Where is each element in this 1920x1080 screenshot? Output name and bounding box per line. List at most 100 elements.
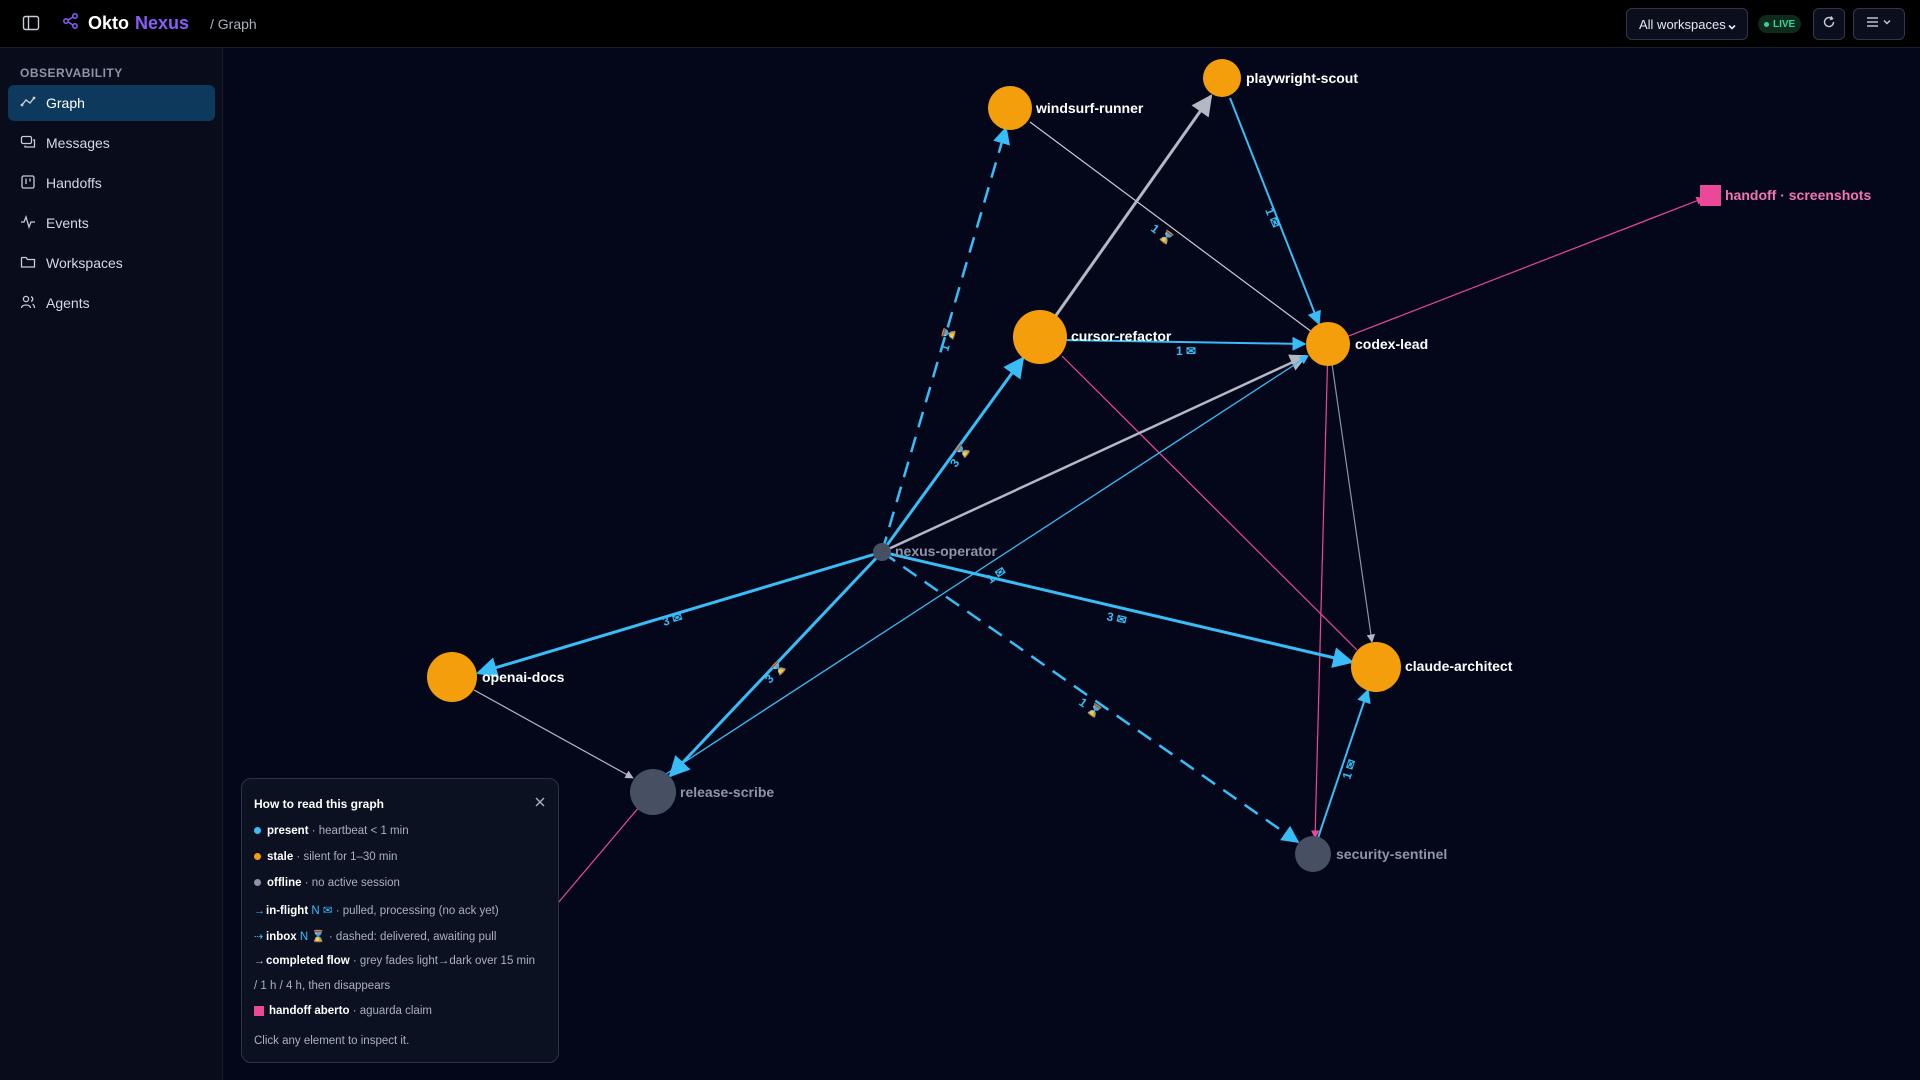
edge-label: 3 ⌛ [947, 441, 973, 469]
refresh-button[interactable] [1813, 8, 1845, 40]
sidebar-toggle-icon[interactable] [22, 14, 40, 32]
top-bar: Okto Nexus / Graph All workspaces LIVE [0, 0, 1920, 48]
graph-edge[interactable] [659, 355, 1309, 779]
node-label: codex-lead [1355, 336, 1428, 352]
handoff-label: handoff · screenshots [1725, 187, 1871, 203]
graph-edge[interactable] [1311, 343, 1329, 839]
users-icon [20, 294, 36, 313]
legend-title: How to read this graph [254, 797, 385, 811]
refresh-icon [1822, 15, 1836, 34]
graph-node-codex-lead[interactable]: codex-lead [1306, 322, 1428, 366]
sidebar-item-workspaces[interactable]: Workspaces [8, 245, 215, 281]
legend-row-stale: stale · silent for 1–30 min [254, 851, 397, 863]
legend-row-offline: offline · no active session [254, 877, 400, 889]
network-logo-icon [62, 12, 80, 35]
live-dot-icon [1764, 21, 1769, 27]
legend-row-handoff: handoff aberto · aguarda claim [254, 1005, 432, 1017]
sidebar-section-title: OBSERVABILITY [20, 66, 123, 80]
brand-logo[interactable]: Okto Nexus [62, 12, 189, 35]
workspace-select[interactable]: All workspaces [1626, 8, 1748, 40]
handoff-square-icon [254, 1005, 264, 1016]
node-label: windsurf-runner [1035, 100, 1144, 116]
sidebar-item-label: Agents [46, 295, 90, 311]
node-label: claude-architect [1405, 658, 1513, 674]
edge-label: 3 ⌛ [762, 658, 789, 686]
graph-node-claude-architect[interactable]: claude-architect [1351, 642, 1513, 692]
edge-label: 1 ✉ [984, 564, 1008, 587]
sidebar: OBSERVABILITY Graph Messages Handoffs Ev… [0, 48, 223, 1080]
node-label: nexus-operator [895, 543, 997, 559]
graph-legend-panel: How to read this graph present · heartbe… [241, 778, 559, 1063]
graph-edge[interactable] [475, 550, 883, 678]
node-label: release-scribe [680, 784, 774, 800]
sidebar-item-events[interactable]: Events [8, 205, 215, 241]
legend-row-inbox: ⇢inbox N ⌛ · dashed: delivered, awaiting… [254, 931, 497, 943]
graph-edge[interactable] [1061, 336, 1307, 351]
graph-node-release-scribe[interactable]: release-scribe [630, 769, 774, 815]
graph-node-security-sentinel[interactable]: security-sentinel [1295, 836, 1447, 872]
graph-edge[interactable] [1327, 196, 1705, 345]
graph-edge[interactable] [473, 689, 634, 779]
edge-label: 1 ⌛ [1148, 221, 1176, 247]
graph-node-windsurf-runner[interactable]: windsurf-runner [988, 86, 1144, 130]
live-badge: LIVE [1758, 15, 1802, 33]
graph-edge[interactable] [1061, 355, 1358, 651]
edge-label: 1 ✉ [1340, 758, 1360, 781]
graph-canvas[interactable]: 1 ✉ 3 ✉ 3 ✉ 1 ⌛ 1 ⌛ 3 ⌛ 3 ⌛ 1 ✉ 1 ✉ 1 ⌛ … [224, 48, 1920, 1080]
handoff-node-screenshots[interactable]: handoff · screenshots [1700, 185, 1871, 206]
edge-label: 1 ⌛ [1076, 695, 1104, 721]
arrow-right-icon: → [254, 955, 265, 967]
graph-edge[interactable] [668, 550, 884, 778]
graph-edge[interactable] [881, 550, 1300, 844]
activity-icon [20, 214, 36, 233]
graph-edge[interactable] [557, 805, 641, 904]
graph-node-cursor-refactor[interactable]: cursor-refactor [1013, 310, 1172, 364]
close-icon[interactable] [534, 795, 546, 807]
graph-edge[interactable] [1317, 688, 1371, 839]
workspace-select-value: All workspaces [1639, 16, 1726, 32]
graph-edge[interactable] [1038, 94, 1213, 339]
node-label: openai-docs [482, 669, 565, 685]
legend-row-present: present · heartbeat < 1 min [254, 825, 409, 837]
present-dot-icon [254, 827, 261, 835]
dashed-arrow-icon: ⇢ [254, 931, 264, 943]
sidebar-item-label: Messages [46, 135, 110, 151]
sidebar-item-graph[interactable]: Graph [8, 85, 215, 121]
sidebar-item-messages[interactable]: Messages [8, 125, 215, 161]
edge-label: 1 ⌛ [937, 325, 957, 353]
edge-label: 3 ✉ [661, 610, 684, 629]
sidebar-item-agents[interactable]: Agents [8, 285, 215, 321]
edge-label: 1 ✉ [1176, 344, 1196, 358]
edge-label: 1 ✉ [1262, 206, 1282, 230]
sidebar-item-label: Graph [46, 95, 85, 111]
messages-icon [20, 134, 36, 153]
graph-edge[interactable] [880, 356, 1025, 553]
arrow-right-icon: → [254, 905, 265, 917]
graph-node-openai-docs[interactable]: openai-docs [427, 652, 565, 702]
graph-edge[interactable] [1229, 97, 1321, 326]
sidebar-item-handoffs[interactable]: Handoffs [8, 165, 215, 201]
graph-node-nexus-operator[interactable]: nexus-operator [873, 543, 997, 561]
graph-edge[interactable] [881, 354, 1308, 554]
graph-node-playwright-scout[interactable]: playwright-scout [1203, 59, 1358, 97]
breadcrumb: / Graph [210, 16, 257, 32]
legend-hint: Click any element to inspect it. [254, 1035, 410, 1047]
live-label: LIVE [1773, 18, 1796, 30]
edge-label: 3 ✉ [1105, 609, 1128, 627]
brand-accent: Nexus [135, 13, 190, 33]
folder-icon [20, 254, 36, 273]
graph-edge[interactable] [880, 126, 1010, 553]
stale-dot-icon [254, 853, 261, 861]
sidebar-item-label: Workspaces [46, 255, 123, 271]
node-label: security-sentinel [1336, 846, 1447, 862]
graph-edge[interactable] [1029, 121, 1337, 352]
kanban-icon [20, 174, 36, 193]
legend-row-completed-cont: / 1 h / 4 h, then disappears [254, 980, 391, 992]
offline-dot-icon [254, 879, 261, 887]
sidebar-item-label: Events [46, 215, 89, 231]
graph-edge[interactable] [881, 550, 1355, 668]
menu-button[interactable] [1853, 8, 1905, 40]
brand-name: Okto [88, 13, 130, 33]
graph-edge[interactable] [1329, 349, 1376, 643]
legend-row-inflight: →in-flight N ✉ · pulled, processing (no … [254, 905, 499, 917]
